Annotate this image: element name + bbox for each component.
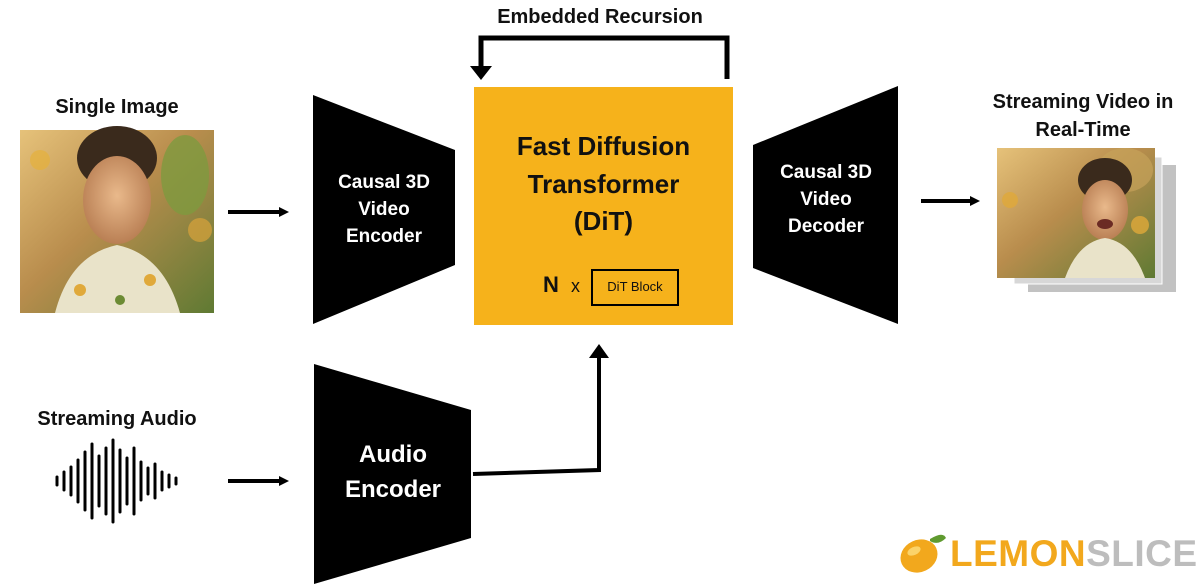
video-encoder-line3: Encoder (345, 225, 423, 247)
audio-encoder-label: Audio Encoder (318, 438, 468, 508)
output-label-line1: Streaming Video in (992, 91, 1174, 113)
output-video-frames (997, 148, 1176, 292)
lemonslice-logo: LEMONSLICE (950, 535, 1198, 572)
audio-to-dit-arrow-head (589, 344, 609, 358)
input-portrait-image (20, 126, 214, 313)
dit-repeat-x: x (571, 276, 580, 296)
recursion-arrow (478, 35, 730, 79)
dit-title-line2: Transformer (527, 168, 680, 199)
audio-input-label: Streaming Audio (37, 408, 197, 430)
audio-waveform-icon (55, 438, 178, 524)
video-encoder-label: Causal 3D Video Encoder (318, 170, 450, 251)
dit-repeat-n: N (543, 272, 559, 297)
video-decoder-line1: Causal 3D (780, 162, 872, 183)
video-encoder-line1: Causal 3D (338, 172, 430, 193)
dit-block-label: DiT Block (607, 279, 663, 294)
video-decoder-line2: Video (800, 188, 852, 210)
dit-box (474, 87, 733, 325)
lemon-logo-icon (900, 534, 946, 573)
audio-encoder-line2: Encoder (344, 475, 442, 503)
audio-encoder-line1: Audio (359, 441, 427, 468)
logo-slice-text: SLICE (1086, 533, 1198, 574)
video-decoder-line3: Decoder (787, 215, 865, 237)
recursion-arrow-head (470, 66, 492, 80)
audio-to-dit-connector (472, 356, 601, 476)
logo-lemon-text: LEMON (950, 533, 1087, 574)
video-encoder-block (313, 95, 455, 324)
dit-title-line3: (DiT) (573, 206, 634, 237)
audio-encoder-block (314, 364, 471, 584)
output-label-line2: Real-Time (1035, 119, 1131, 141)
video-encoder-line2: Video (358, 198, 410, 220)
output-label: Streaming Video in Real-Time (968, 88, 1198, 144)
dit-title-line1: Fast Diffusion (516, 131, 691, 161)
recursion-label: Embedded Recursion (497, 6, 703, 28)
dit-block-box (591, 269, 679, 306)
dit-title: Fast Diffusion Transformer (DiT) (474, 128, 733, 241)
image-input-label: Single Image (55, 96, 179, 118)
video-decoder-block (753, 86, 898, 324)
video-decoder-label: Causal 3D Video Decoder (758, 160, 894, 241)
